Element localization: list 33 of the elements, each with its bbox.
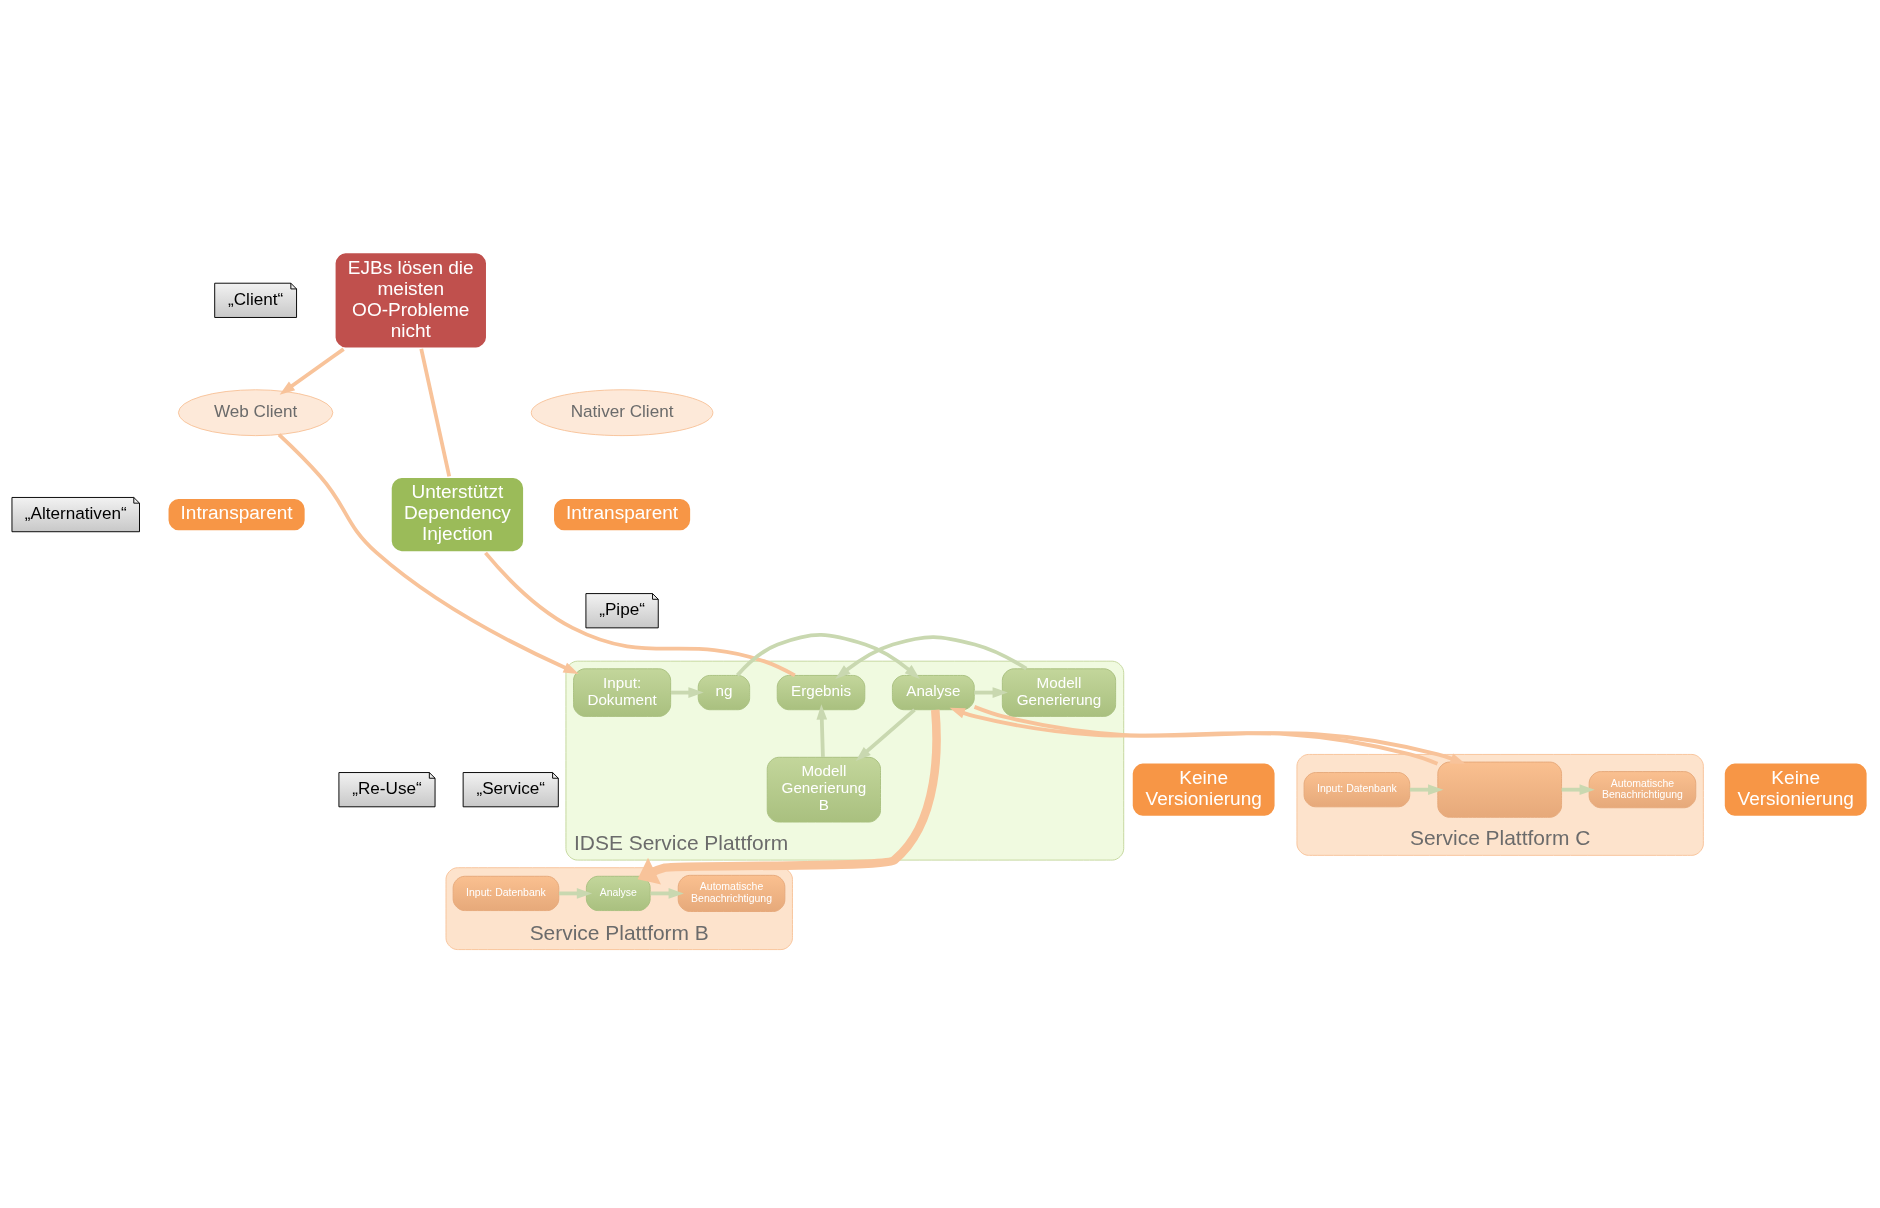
arrow: [1561, 783, 1595, 795]
arrow: [279, 347, 345, 395]
node-box: Input: Datenbank: [452, 875, 560, 911]
node-box: Automatische Benachrichtigung: [1588, 770, 1697, 808]
arrow: [277, 432, 579, 674]
node-box: ng: [697, 674, 751, 710]
node-box: Input: Datenbank: [1303, 771, 1411, 807]
connector: [484, 551, 796, 677]
node-box: Modell Generierung B: [766, 756, 881, 822]
node-box: Automatische Benachrichtigung: [677, 874, 786, 912]
node-box: Modell Generierung: [1001, 667, 1117, 717]
node-box: Analyse: [585, 875, 651, 911]
arrow: [855, 707, 916, 761]
node-box: Analyse: [891, 674, 975, 710]
arrow: [816, 703, 828, 757]
node-box: Ergebnis: [776, 674, 866, 710]
arrow: [1409, 783, 1444, 795]
node-ellipse: Nativer Client: [530, 388, 714, 436]
node-box: Input: Dokument: [573, 667, 672, 717]
arrow: [559, 887, 593, 899]
arrow: [637, 709, 941, 884]
arrow: [974, 686, 1008, 698]
node-ellipse: Web Client: [177, 388, 334, 436]
node-box: Keine Versionierung: [1129, 760, 1278, 819]
node-box: Keine Versionierung: [1721, 760, 1870, 819]
node-box: [1437, 761, 1563, 818]
connector: [419, 348, 452, 477]
arrow: [949, 707, 1439, 766]
arrow: [735, 632, 920, 679]
arrow: [671, 686, 704, 698]
arrow: [650, 887, 684, 899]
arrow: [835, 634, 1028, 679]
arrow: [973, 704, 1466, 764]
